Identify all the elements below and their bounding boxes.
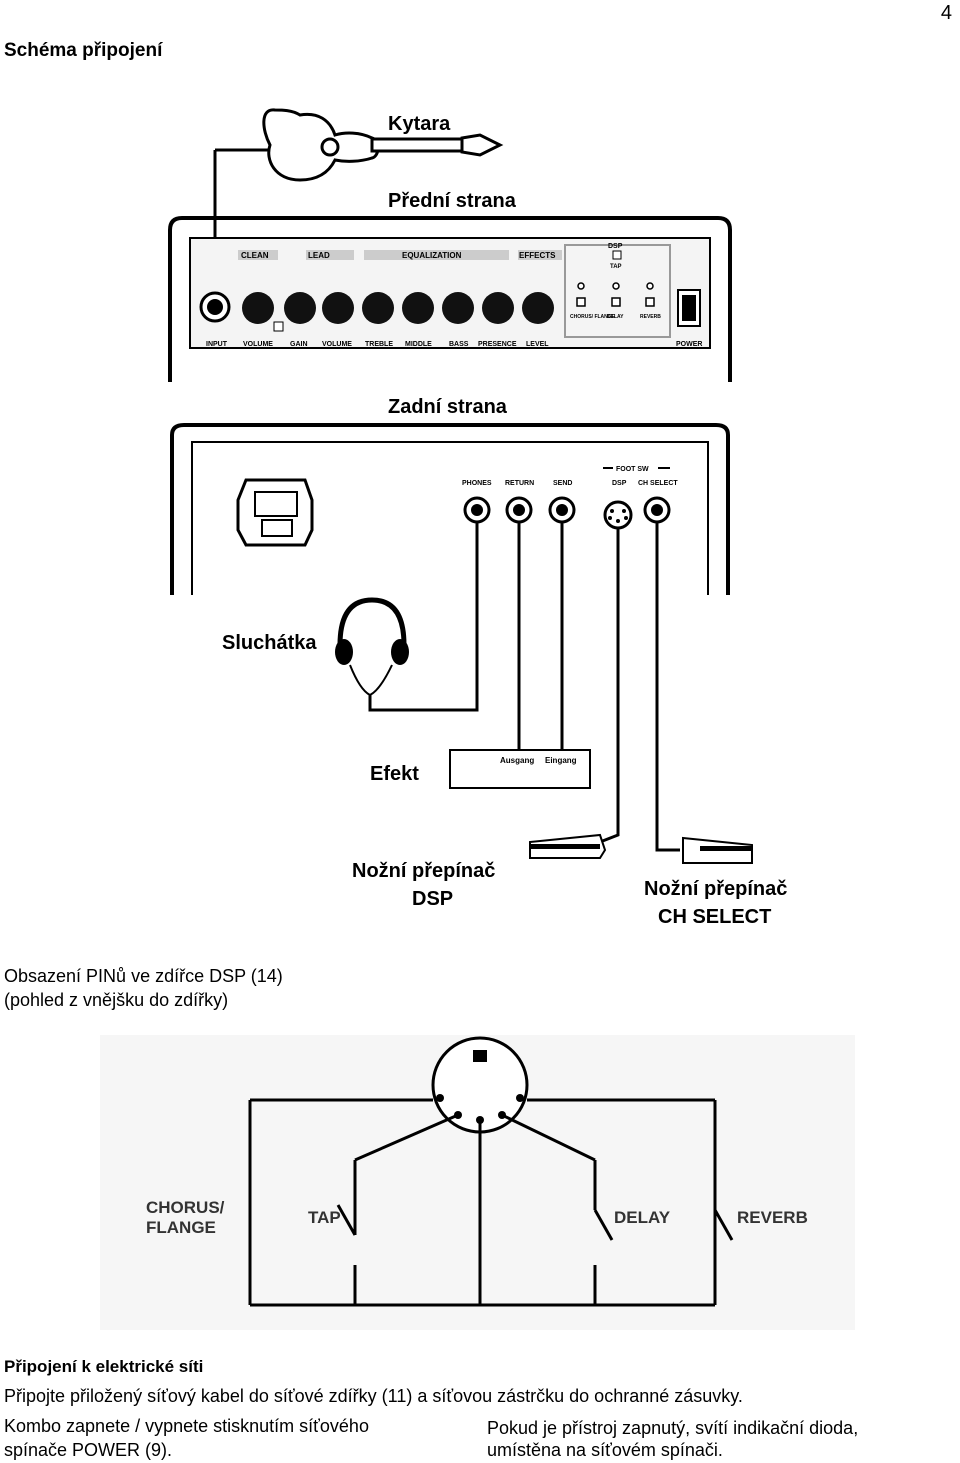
power-left-2: spínače POWER (9).	[4, 1440, 173, 1460]
port-eingang: Eingang	[545, 756, 577, 765]
pin-subheading: (pohled z vnějšku do zdířky)	[4, 990, 229, 1010]
headphones-icon	[335, 597, 409, 697]
lbl-power: POWER	[676, 341, 702, 348]
footswitch-ch-name: CH SELECT	[658, 906, 771, 928]
guitar-icon	[262, 108, 504, 182]
btn-chorus: CHORUS/ FLANGE	[570, 314, 616, 320]
pin-diagram: CHORUS/ FLANGE TAP DELAY REVERB	[100, 1035, 855, 1330]
lbl-input: INPUT	[206, 341, 228, 348]
lbl-treble: TREBLE	[365, 341, 393, 348]
lbl-presence: PRESENCE	[478, 341, 517, 348]
jack-return: RETURN	[505, 480, 534, 487]
foot-sw-label: FOOT SW	[616, 466, 649, 473]
tap-label: TAP	[610, 264, 622, 270]
section-effects: EFFECTS	[519, 251, 556, 260]
port-ausgang: Ausgang	[500, 756, 534, 765]
jack-phones: PHONES	[462, 480, 492, 487]
effect-label: Efekt	[370, 763, 419, 785]
pin-heading: Obsazení PINů ve zdířce DSP (14)	[4, 966, 283, 986]
power-right-2: umístěna na síťovém spínači.	[487, 1440, 723, 1460]
dsp-label: DSP	[608, 243, 623, 250]
page-title: Schéma připojení	[4, 40, 163, 61]
power-left-1: Kombo zapnete / vypnete stisknutím síťov…	[4, 1416, 369, 1436]
btn-reverb: REVERB	[640, 314, 661, 320]
rear-panel: FOOT SW PHONES RETURN SEND DSP CH SELECT	[170, 423, 730, 595]
lbl-level: LEVEL	[526, 341, 549, 348]
footswitch-ch-title: Nožní přepínač	[644, 878, 787, 900]
jack-dsp: DSP	[612, 480, 627, 487]
effect-unit	[449, 749, 591, 789]
lbl-volume-lead: VOLUME	[322, 341, 352, 348]
headphones-label: Sluchátka	[222, 632, 317, 654]
lbl-bass: BASS	[449, 341, 469, 348]
jack-ch-select: CH SELECT	[638, 480, 678, 487]
pin-label-reverb: REVERB	[737, 1208, 808, 1227]
jack-send: SEND	[553, 480, 572, 487]
connection-diagram: Kytara Přední strana CLEAN LEAD EQUALIZA…	[168, 108, 787, 928]
section-lead: LEAD	[308, 251, 330, 260]
footswitch-dsp-icon	[529, 833, 607, 859]
pin-label-tap: TAP	[308, 1208, 341, 1227]
page-number: 4	[940, 2, 952, 24]
power-right-1: Pokud je přístroj zapnutý, svítí indikač…	[487, 1418, 859, 1438]
footswitch-ch-icon	[682, 836, 753, 864]
lbl-volume-clean: VOLUME	[243, 341, 273, 348]
pin-label-flange: FLANGE	[146, 1218, 216, 1237]
power-heading: Připojení k elektrické síti	[4, 1357, 204, 1376]
power-line1: Připojte přiložený síťový kabel do síťov…	[4, 1386, 743, 1406]
front-label: Přední strana	[388, 190, 517, 212]
guitar-label: Kytara	[388, 113, 451, 135]
lbl-middle: MIDDLE	[405, 341, 432, 348]
pin-label-chorus: CHORUS/	[146, 1198, 225, 1217]
btn-delay: DELAY	[607, 314, 624, 320]
footswitch-dsp-name: DSP	[412, 888, 453, 910]
footswitch-dsp-title: Nožní přepínač	[352, 860, 495, 882]
lbl-gain: GAIN	[290, 341, 308, 348]
front-panel: CLEAN LEAD EQUALIZATION EFFECTS DSP TAP …	[168, 216, 732, 382]
pin-label-delay: DELAY	[614, 1208, 671, 1227]
section-equalization: EQUALIZATION	[402, 251, 462, 260]
rear-label: Zadní strana	[388, 396, 508, 418]
section-clean: CLEAN	[241, 251, 269, 260]
